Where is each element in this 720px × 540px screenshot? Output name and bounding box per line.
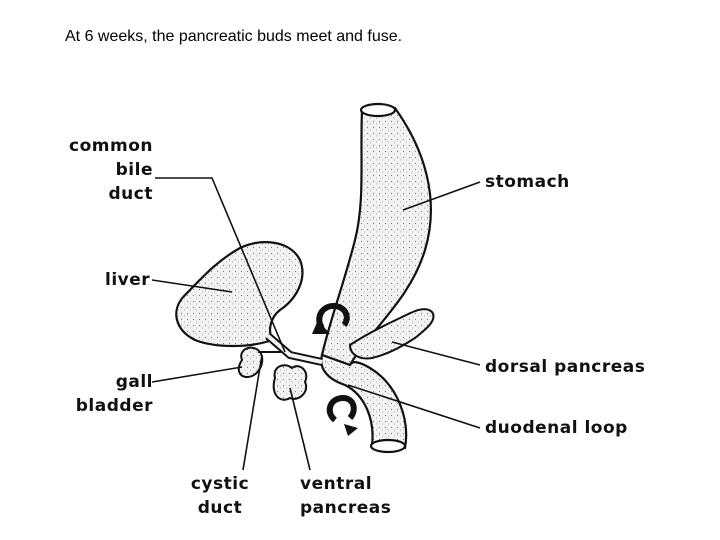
leader-stomach [402,181,481,211]
label-ventral: ventral [300,474,373,494]
label-pancreas: pancreas [300,498,392,518]
label-gall: gall [115,372,153,392]
ventral-pancreas-shape [272,364,308,401]
label-common: common [69,136,153,156]
rotation-arrow-lower [326,394,357,423]
duodenum-opening [369,438,407,454]
label-duct: duct [108,184,153,204]
label-cystic: cystic [190,474,250,494]
gall-bladder-shape [237,346,264,378]
leader-gall-bladder [151,366,243,383]
leader-dorsal-pancreas [391,341,481,366]
stomach-opening [359,102,397,118]
label-ventral-pancreas: ventral pancreas [300,472,391,520]
label-duodenal-loop: duodenal loop [485,418,628,438]
label-bile: bile [115,160,153,180]
label-dorsal-pancreas: dorsal pancreas [485,357,646,377]
label-cystic-duct: cystic duct [180,472,260,520]
label-bladder: bladder [75,396,153,416]
label-common-bile-duct: common bile duct [55,134,153,206]
rotation-arrow-upper [316,303,350,330]
slide-caption: At 6 weeks, the pancreatic buds meet and… [65,28,403,45]
label-cystic-duct-word: duct [197,498,243,518]
leader-ventral-pancreas [289,387,311,471]
leader-common-bile-duct [155,177,286,353]
dorsal-pancreas-shape [348,308,435,360]
label-liver: liver [105,270,151,290]
leader-cystic-duct [242,354,263,471]
label-stomach: stomach [485,172,570,192]
label-gall-bladder: gall bladder [55,370,153,418]
liver-shape [175,241,304,348]
leader-liver [151,279,233,293]
leader-duodenal-loop [347,384,481,429]
